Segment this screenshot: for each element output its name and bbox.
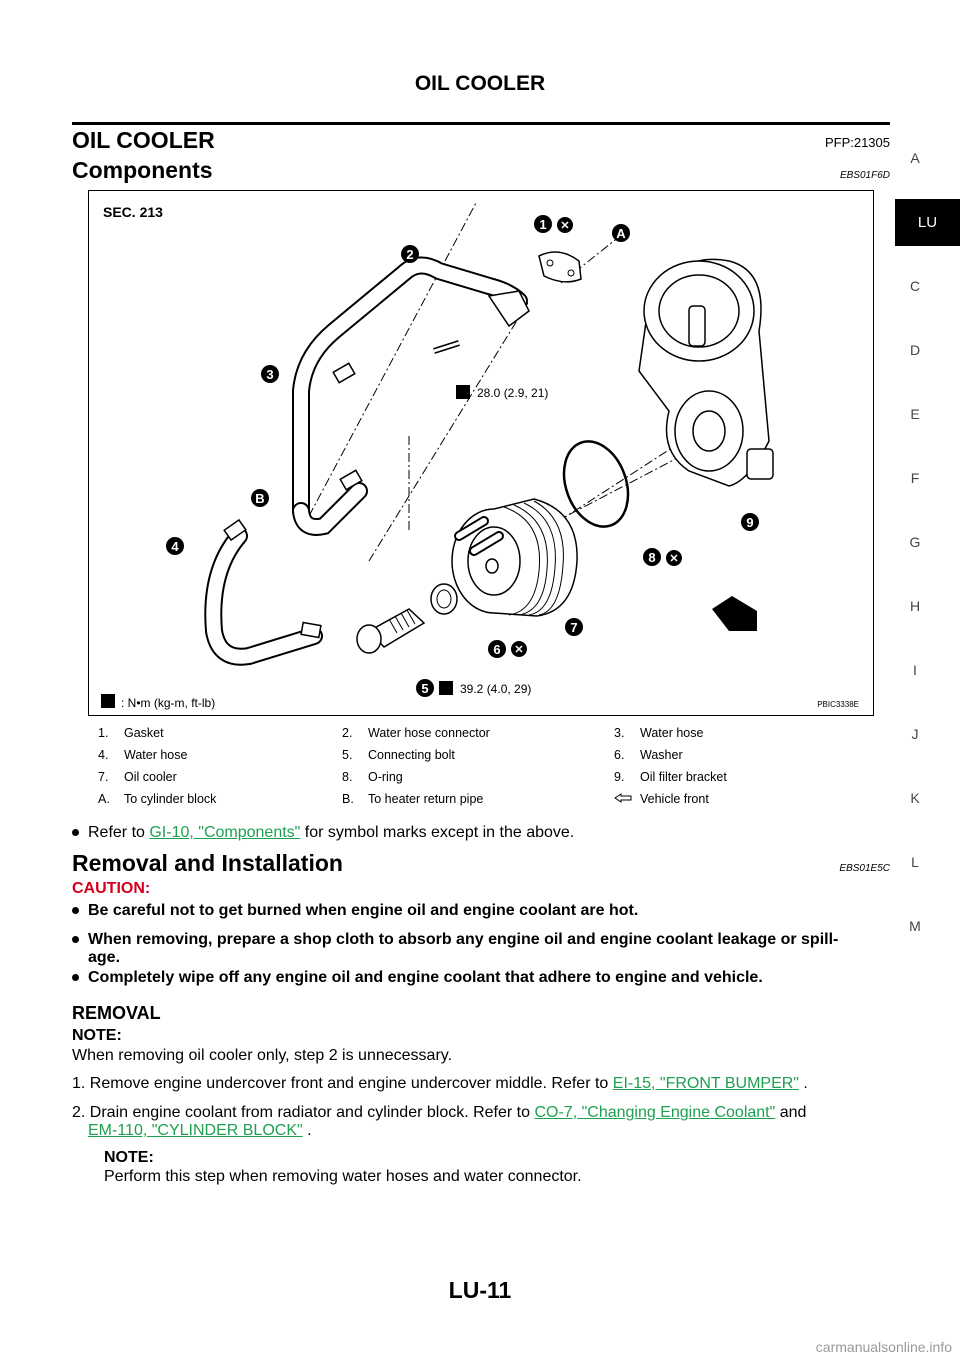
step-1: 1. Remove engine undercover front and en… xyxy=(72,1075,808,1092)
pfp-code: PFP:21305 xyxy=(824,135,890,150)
caution-item-continued: age. xyxy=(88,949,121,966)
callout-4: 4 xyxy=(171,539,179,554)
vehicle-front-arrow-icon xyxy=(614,793,632,803)
components-title: Components xyxy=(72,157,213,183)
figure-id: PBIC3338E xyxy=(817,700,859,709)
link-ei-15[interactable]: EI-15, "FRONT BUMPER" xyxy=(612,1075,799,1092)
oil-cooler-illustration: SEC. 213 xyxy=(101,200,859,710)
page-number: LU-11 xyxy=(448,1277,512,1303)
legend-row: 1.Gasket 2.Water hose connector 3.Water … xyxy=(98,726,704,740)
legend-row: A.To cylinder block B.To heater return p… xyxy=(98,792,709,806)
caution-item: When removing, prepare a shop cloth to a… xyxy=(72,931,838,949)
index-letter[interactable]: E xyxy=(910,406,920,422)
caution-item: Be careful not to get burned when engine… xyxy=(72,902,638,920)
exploded-view-figure: SEC. 213 xyxy=(88,190,874,716)
note2-text: Perform this step when removing water ho… xyxy=(104,1168,582,1185)
removal-installation-code: EBS01E5C xyxy=(839,863,890,874)
link-em-110[interactable]: EM-110, "CYLINDER BLOCK" xyxy=(88,1122,303,1139)
section-index: A LU C D E F G H I J K L M xyxy=(895,0,960,1000)
running-header: OIL COOLER xyxy=(414,72,546,95)
unit-legend: : N•m (kg-m, ft-lb) xyxy=(121,696,215,710)
callout-9: 9 xyxy=(746,515,753,530)
bullet-icon xyxy=(72,974,79,981)
step-2-continued: EM-110, "CYLINDER BLOCK" . xyxy=(88,1122,312,1139)
sec-label: SEC. 213 xyxy=(103,204,163,220)
step-2: 2. Drain engine coolant from radiator an… xyxy=(72,1104,807,1121)
index-letter[interactable]: F xyxy=(910,470,920,486)
note-text: When removing oil cooler only, step 2 is… xyxy=(72,1047,453,1064)
callout-a: A xyxy=(616,226,626,241)
callout-1: 1 xyxy=(539,217,546,232)
bullet-icon xyxy=(72,907,79,914)
callout-2: 2 xyxy=(406,247,413,262)
index-letter[interactable]: A xyxy=(910,150,920,166)
removal-installation-title: Removal and Installation xyxy=(72,850,343,876)
parts-legend: 1.Gasket 2.Water hose connector 3.Water … xyxy=(88,722,874,810)
caution-label: CAUTION: xyxy=(72,880,151,897)
index-letter[interactable]: M xyxy=(909,918,921,934)
header-rule xyxy=(72,122,890,125)
callout-8: 8 xyxy=(648,550,655,565)
callout-b: B xyxy=(255,491,264,506)
svg-text:✕: ✕ xyxy=(560,220,569,232)
note2-label: NOTE: xyxy=(104,1149,154,1166)
index-letter[interactable]: I xyxy=(913,662,917,678)
index-letter[interactable]: H xyxy=(909,598,921,614)
legend-row: 7.Oil cooler 8.O-ring 9.Oil filter brack… xyxy=(98,770,727,784)
refer-line: Refer to GI-10, "Components" for symbol … xyxy=(72,824,574,842)
torque-label-2: 39.2 (4.0, 29) xyxy=(460,682,531,696)
callout-6: 6 xyxy=(493,642,500,657)
link-gi-10[interactable]: GI-10, "Components" xyxy=(149,824,301,841)
caution-item: Completely wipe off any engine oil and e… xyxy=(72,969,763,987)
legend-row: 4.Water hose 5.Connecting bolt 6.Washer xyxy=(98,748,683,762)
components-code: EBS01F6D xyxy=(839,170,890,181)
bullet-icon xyxy=(72,829,79,836)
bullet-icon xyxy=(72,936,79,943)
index-letter[interactable]: J xyxy=(911,726,919,742)
index-letter[interactable]: G xyxy=(909,534,921,550)
removal-heading: REMOVAL xyxy=(72,1003,161,1023)
section-title: OIL COOLER xyxy=(72,127,215,153)
callout-7: 7 xyxy=(570,620,577,635)
index-letter[interactable]: D xyxy=(909,342,921,358)
svg-text:✕: ✕ xyxy=(514,644,523,656)
torque-label-1: 28.0 (2.9, 21) xyxy=(477,386,548,400)
link-co-7[interactable]: CO-7, "Changing Engine Coolant" xyxy=(534,1104,776,1121)
index-letter[interactable]: L xyxy=(911,854,919,870)
note-label: NOTE: xyxy=(72,1027,122,1044)
watermark: carmanualsonline.info xyxy=(815,1339,952,1355)
index-letter[interactable]: C xyxy=(909,278,921,294)
index-current-tab[interactable]: LU xyxy=(895,199,960,246)
callout-5: 5 xyxy=(421,681,428,696)
svg-text:✕: ✕ xyxy=(669,553,678,565)
callout-3: 3 xyxy=(266,367,273,382)
index-letter[interactable]: K xyxy=(910,790,920,806)
